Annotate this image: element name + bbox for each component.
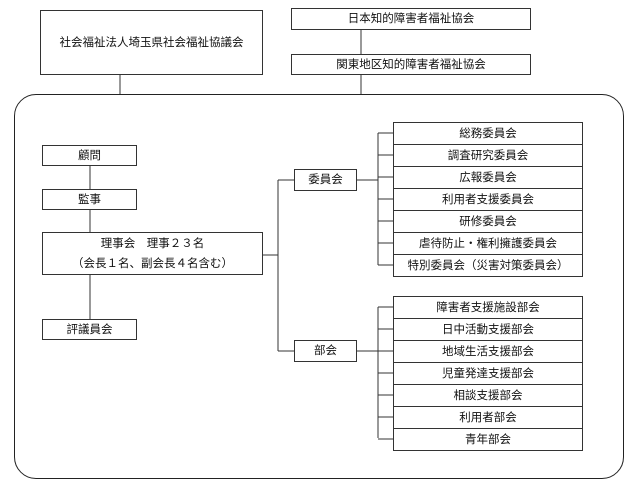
saitama-council-box: 社会福祉法人埼玉県社会福祉協議会	[40, 10, 263, 75]
committee-item-box: 総務委員会	[393, 122, 583, 145]
division-item-box: 青年部会	[393, 428, 583, 451]
division-item-label: 障害者支援施設部会	[436, 299, 540, 314]
kanto-association-label: 関東地区知的障害者福祉協会	[336, 56, 486, 71]
division-item-box: 日中活動支援部会	[393, 318, 583, 341]
kanto-association-box: 関東地区知的障害者福祉協会	[291, 54, 531, 75]
division-item-label: 日中活動支援部会	[442, 321, 534, 336]
committee-item-label: 総務委員会	[459, 125, 517, 140]
board-sublabel: （会長１名、副会長４名含む）	[72, 255, 233, 270]
councilors-box: 評議員会	[42, 319, 137, 340]
division-item-box: 地域生活支援部会	[393, 340, 583, 363]
committee-item-label: 虐待防止・権利擁護委員会	[419, 235, 557, 250]
division-item-box: 利用者部会	[393, 406, 583, 429]
committee-item-box: 特別委員会（災害対策委員会）	[393, 254, 583, 277]
committee-item-label: 調査研究委員会	[447, 147, 529, 162]
division-item-label: 相談支援部会	[453, 387, 523, 402]
committee-item-box: 虐待防止・権利擁護委員会	[393, 232, 583, 255]
saitama-council-label: 社会福祉法人埼玉県社会福祉協議会	[59, 34, 244, 49]
committees-label: 委員会	[308, 172, 343, 187]
committees-box: 委員会	[294, 169, 357, 191]
advisor-label: 顧問	[78, 147, 101, 162]
councilors-label: 評議員会	[66, 321, 113, 336]
auditor-box: 監事	[42, 189, 137, 210]
committee-item-label: 広報委員会	[459, 169, 517, 184]
divisions-box: 部会	[294, 340, 357, 362]
divisions-label: 部会	[314, 343, 337, 358]
association-frame	[14, 94, 624, 479]
committee-item-label: 研修委員会	[459, 213, 517, 228]
committee-item-box: 研修委員会	[393, 210, 583, 233]
division-item-label: 利用者部会	[459, 409, 517, 424]
division-item-box: 相談支援部会	[393, 384, 583, 407]
board-box: 理事会 理事２３名 （会長１名、副会長４名含む）	[42, 232, 263, 275]
committee-item-label: 利用者支援委員会	[442, 191, 534, 206]
division-item-box: 児童発達支援部会	[393, 362, 583, 385]
board-label: 理事会 理事２３名	[100, 235, 205, 250]
japan-association-label: 日本知的障害者福祉協会	[347, 11, 475, 26]
committee-item-box: 調査研究委員会	[393, 144, 583, 167]
committee-item-label: 特別委員会（災害対策委員会）	[407, 257, 569, 272]
division-item-label: 児童発達支援部会	[442, 365, 534, 380]
division-item-label: 地域生活支援部会	[442, 343, 534, 358]
auditor-label: 監事	[78, 191, 101, 206]
division-item-label: 青年部会	[465, 431, 511, 446]
division-item-box: 障害者支援施設部会	[393, 296, 583, 319]
advisor-box: 顧問	[42, 145, 137, 166]
committee-item-box: 広報委員会	[393, 166, 583, 189]
japan-association-box: 日本知的障害者福祉協会	[291, 8, 531, 30]
committee-item-box: 利用者支援委員会	[393, 188, 583, 211]
